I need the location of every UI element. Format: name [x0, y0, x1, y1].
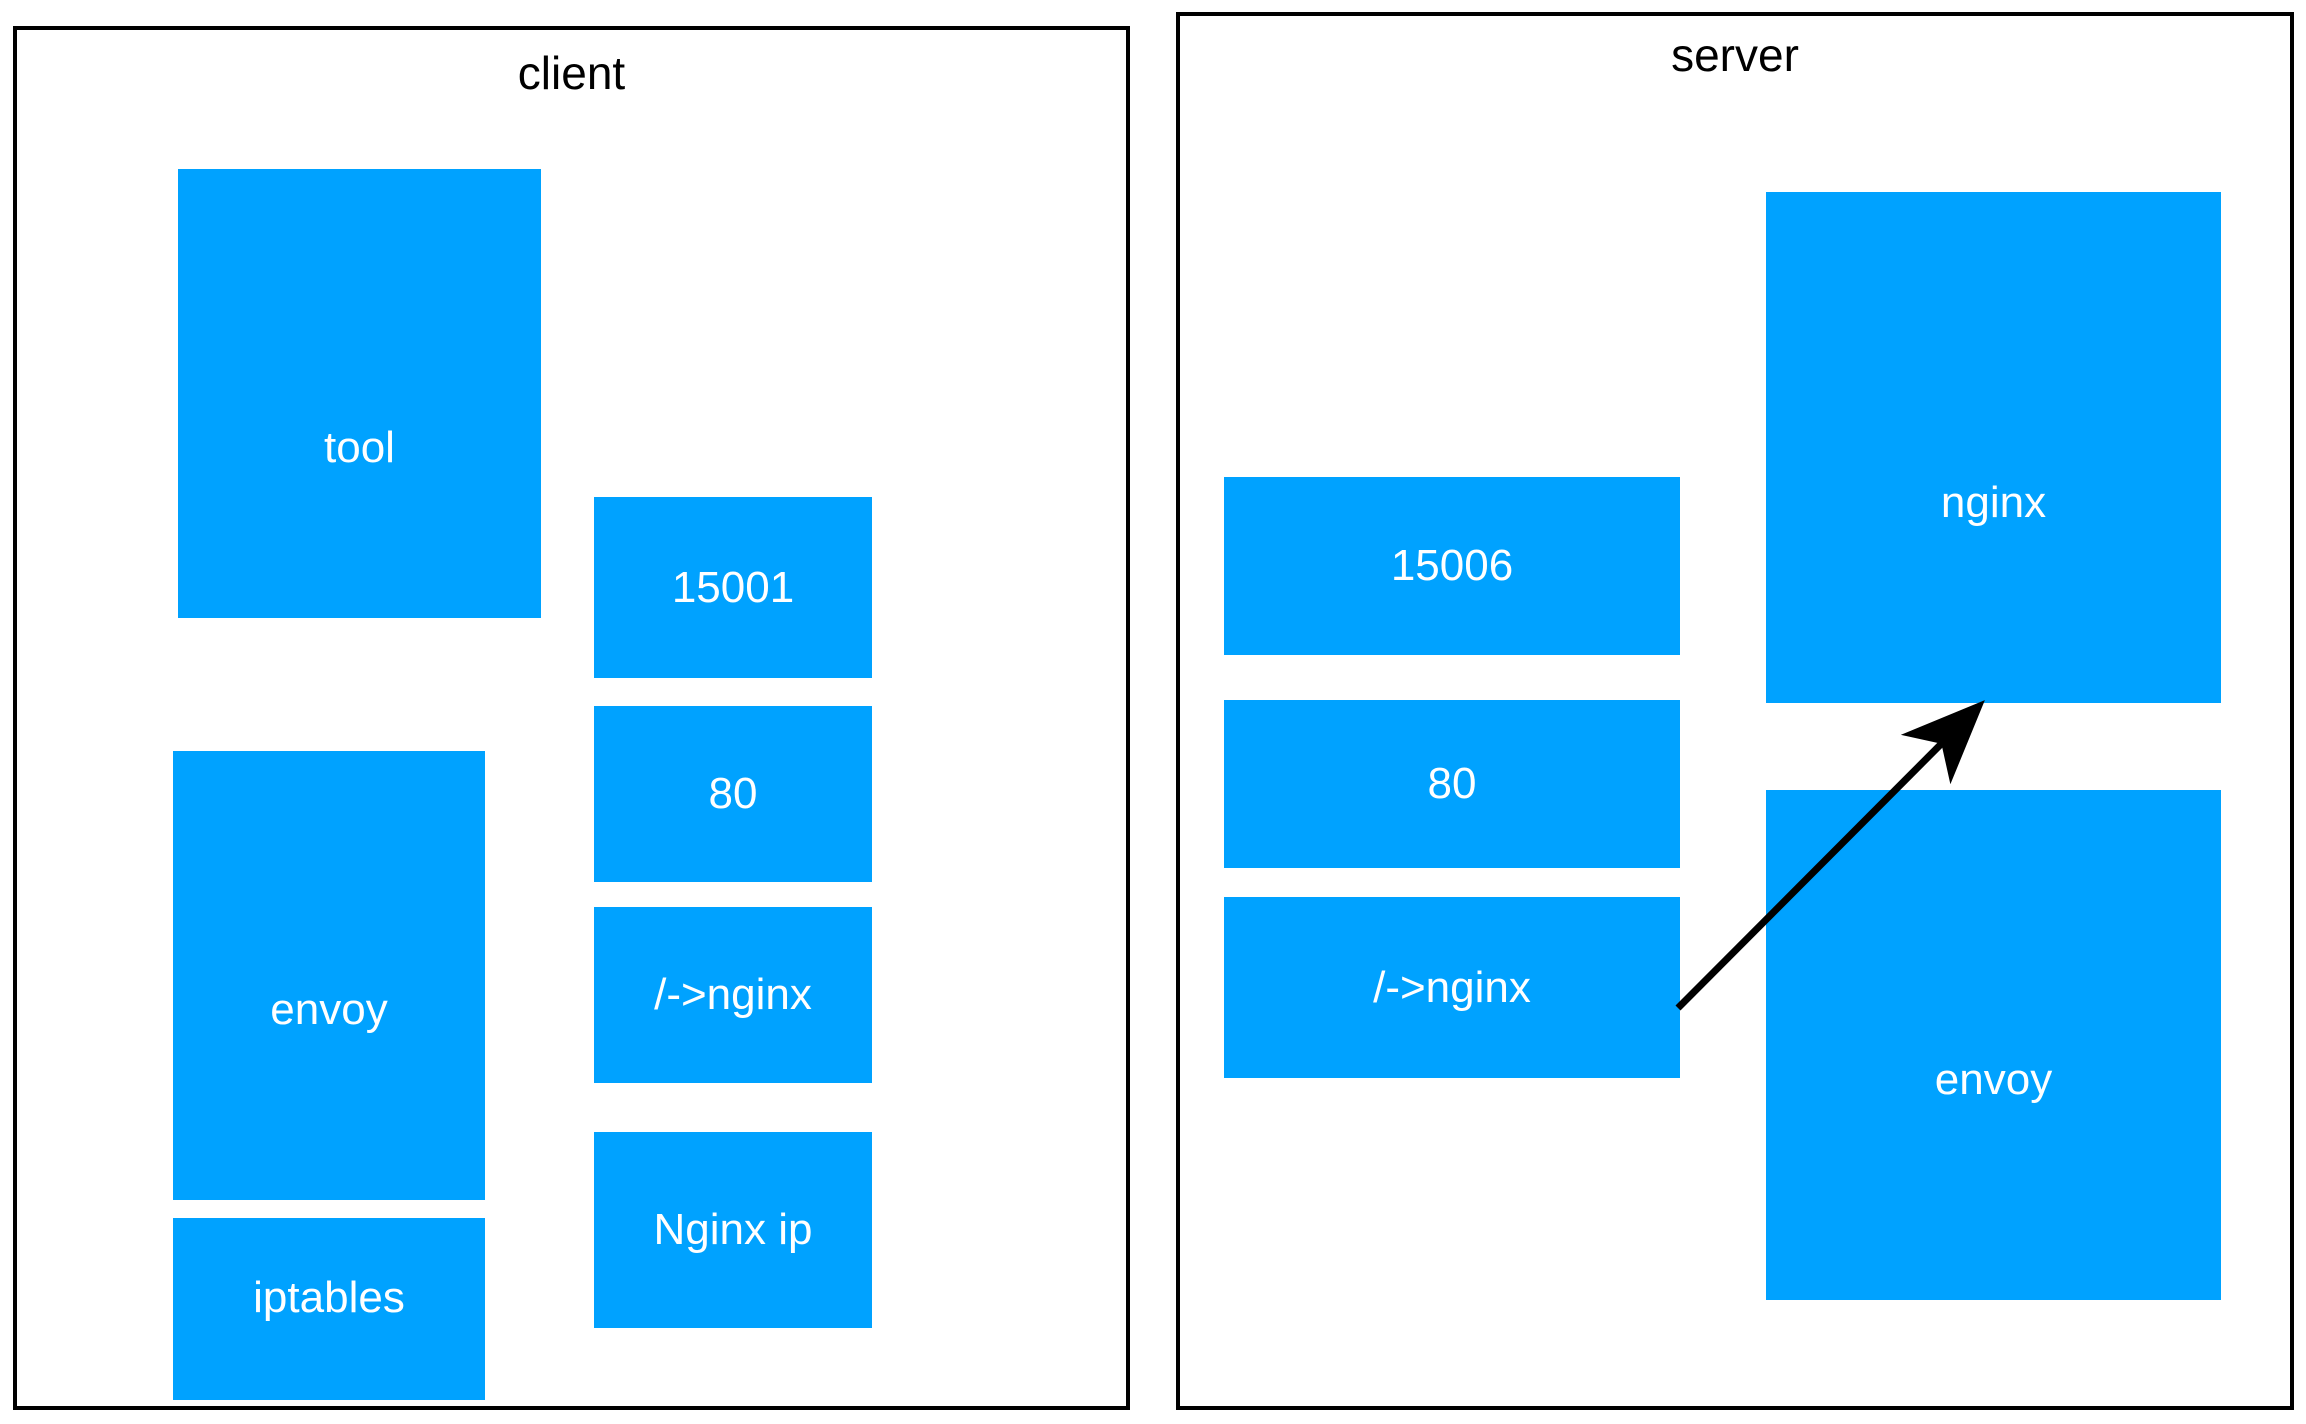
node-server-envoy[interactable]: envoy — [1766, 790, 2221, 1300]
node-server-route[interactable]: /->nginx — [1224, 897, 1680, 1078]
edge-server-route-to-nginx — [1675, 700, 1985, 1011]
panel-client-title: client — [517, 47, 626, 99]
panel-server-title: server — [1671, 29, 1799, 81]
node-server-nginx[interactable]: nginx — [1766, 192, 2221, 703]
